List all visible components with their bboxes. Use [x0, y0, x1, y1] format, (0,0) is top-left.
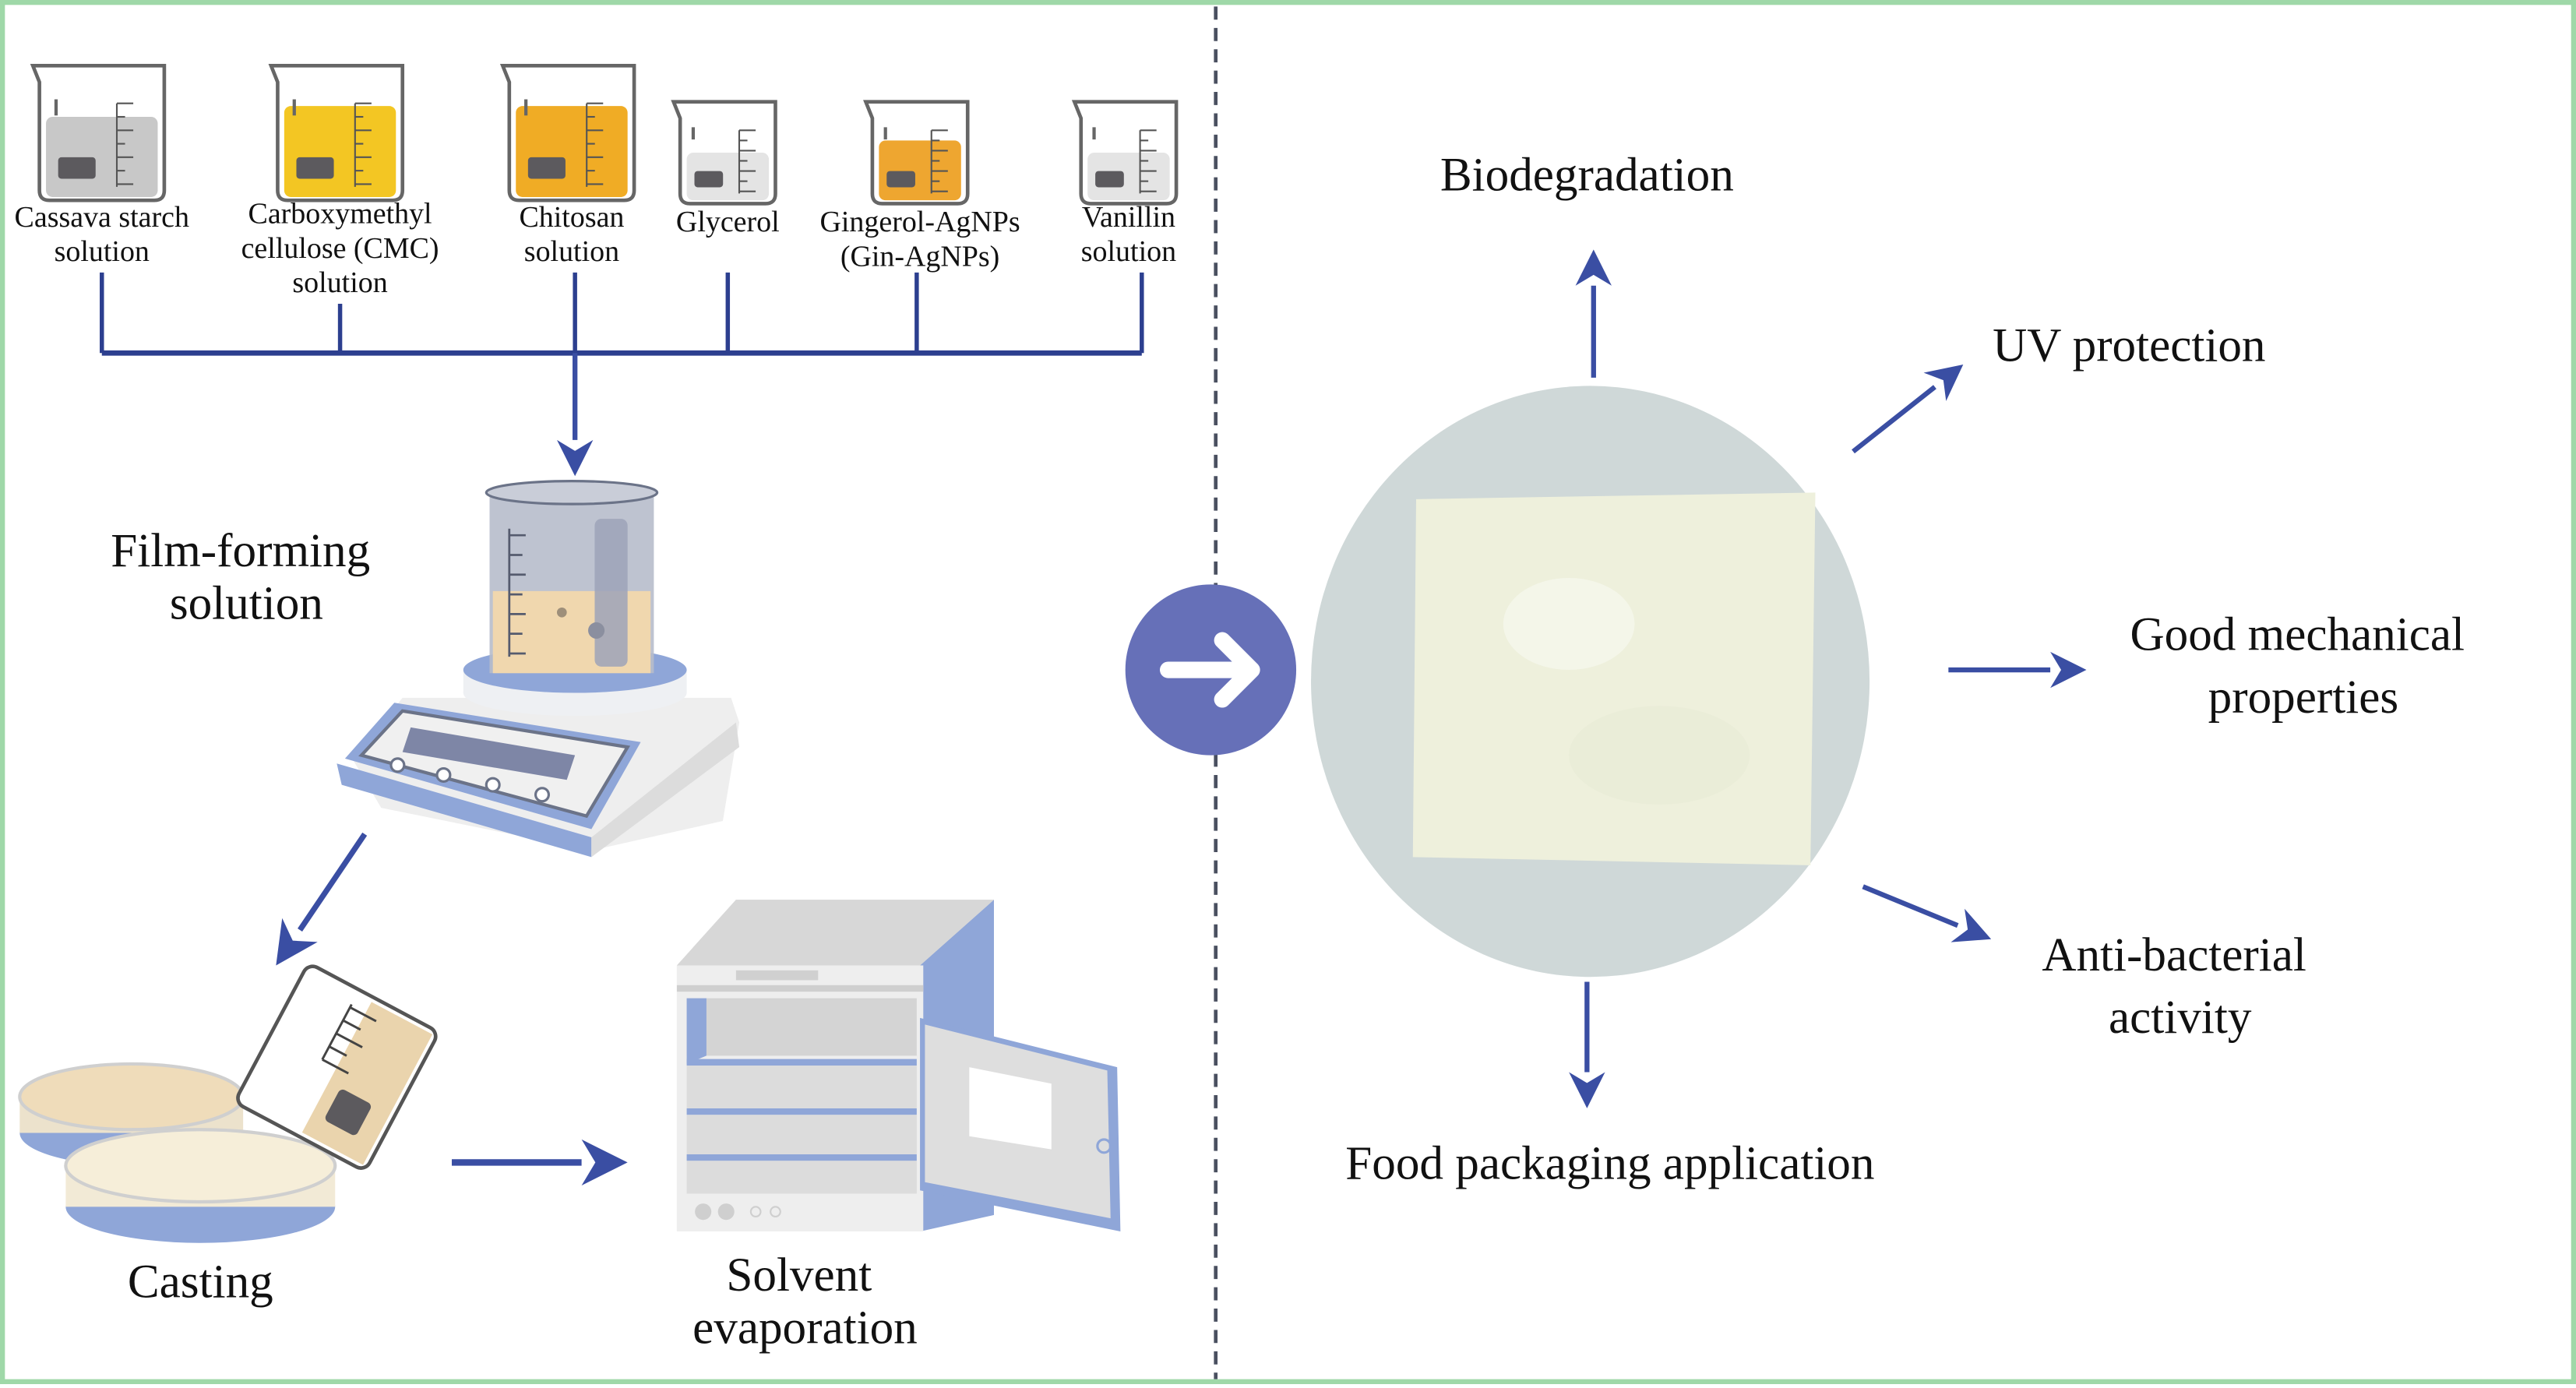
arrow-to-casting [276, 832, 368, 966]
beaker-outline [671, 100, 777, 206]
beaker-outline [1071, 100, 1179, 206]
beaker-liquid [879, 140, 961, 201]
beaker-mark [54, 99, 58, 116]
process-arrows [276, 353, 628, 1185]
beaker-label-plate [886, 171, 915, 188]
solvent-evaporation-label: Solvent evaporation [692, 1249, 918, 1354]
ingredient-label-line: Gingerol-AgNPs [819, 206, 1020, 238]
arrow-head [556, 439, 594, 477]
ingredient-label-line: Cassava starch [15, 201, 189, 234]
ingredient-connector [100, 272, 1144, 356]
beaker-mark [1092, 127, 1096, 140]
proceed-arrow-button [1125, 584, 1297, 756]
beaker-mark [524, 99, 528, 116]
arrow-to-oven [451, 1139, 628, 1185]
ingredient-beaker [268, 63, 405, 203]
arrow-to-uv [1852, 364, 1964, 454]
beaker-liquid [1087, 153, 1170, 201]
property-label-antibacterial: Anti-bacterial activity [2042, 929, 2318, 1044]
ingredient-label-line: Chitosan [519, 201, 624, 234]
magnetic-stirrer-icon [337, 480, 740, 858]
arrow-right-icon [1159, 632, 1260, 708]
beaker-liquid [686, 153, 770, 201]
property-label-mechanical: Good mechanical properties [2130, 609, 2476, 724]
arrow-head [1923, 364, 1964, 401]
beaker-mark [883, 127, 887, 140]
ingredient-label-line: solution [1081, 235, 1176, 268]
beaker-outline [863, 100, 970, 206]
film-sample-photo [1311, 386, 1870, 978]
beaker-outline [499, 63, 636, 203]
arrow-shaft [1862, 884, 1959, 928]
ingredient-label: Gingerol-AgNPs(Gin-AgNPs) [819, 206, 1020, 273]
beaker-label-plate [296, 157, 334, 179]
beaker-label-plate [694, 171, 724, 188]
ingredient-label-line: Carboxymethyl [248, 198, 432, 231]
beaker-outline [268, 63, 405, 203]
arrow-shaft [298, 832, 368, 932]
ingredient-label: Glycerol [676, 206, 780, 238]
ingredient-beaker [863, 100, 970, 206]
arrow-head [581, 1139, 628, 1185]
arrow-head [1569, 1072, 1605, 1108]
film-sheet [1412, 492, 1816, 865]
ingredient-label-line: cellulose (CMC) [241, 232, 439, 265]
beaker-label-plate [58, 157, 96, 179]
ingredient-label-line: solution [292, 266, 387, 299]
ingredient-label-line: solution [55, 235, 150, 268]
beaker-liquid [46, 117, 158, 197]
property-label-uv-protection: UV protection [1993, 320, 2265, 372]
drying-oven-icon [676, 900, 1121, 1231]
film-forming-label: Film-forming solution [111, 525, 382, 629]
ingredient-label-line: solution [524, 235, 619, 268]
arrow-head [2050, 651, 2087, 689]
beaker-mark [691, 127, 696, 140]
arrow-to-mechanical [1948, 651, 2087, 689]
ingredient-beaker [1071, 100, 1179, 206]
arrow-to-food-packaging [1569, 981, 1605, 1108]
petri-dish-casting-icon [18, 964, 438, 1243]
arrow-to-film-forming [556, 353, 594, 477]
property-arrows [1569, 249, 2087, 1108]
arrow-head [1951, 908, 1992, 942]
casting-label: Casting [128, 1256, 273, 1308]
ingredient-label-line: Vanillin [1082, 201, 1175, 234]
arrow-to-antibacterial [1862, 884, 1992, 942]
beaker-label-plate [1095, 171, 1124, 188]
arrow-shaft [1852, 385, 1936, 454]
arrow-to-biodegradation [1575, 249, 1612, 378]
beaker-liquid [516, 106, 628, 197]
ingredient-label-line: Glycerol [676, 206, 780, 238]
beaker-mark [292, 99, 296, 116]
beaker-label-plate [527, 157, 566, 179]
ingredient-beaker [499, 63, 636, 203]
property-label-biodegradation: Biodegradation [1440, 150, 1734, 202]
ingredient-beaker [30, 63, 167, 203]
property-label-food-packaging: Food packaging application [1345, 1138, 1874, 1190]
arrow-head [276, 918, 318, 966]
beaker-outline [30, 63, 167, 203]
ingredient-beaker [671, 100, 777, 206]
arrow-head [1575, 249, 1612, 286]
ingredient-label-line: (Gin-AgNPs) [840, 240, 999, 273]
beaker-liquid [284, 106, 396, 197]
